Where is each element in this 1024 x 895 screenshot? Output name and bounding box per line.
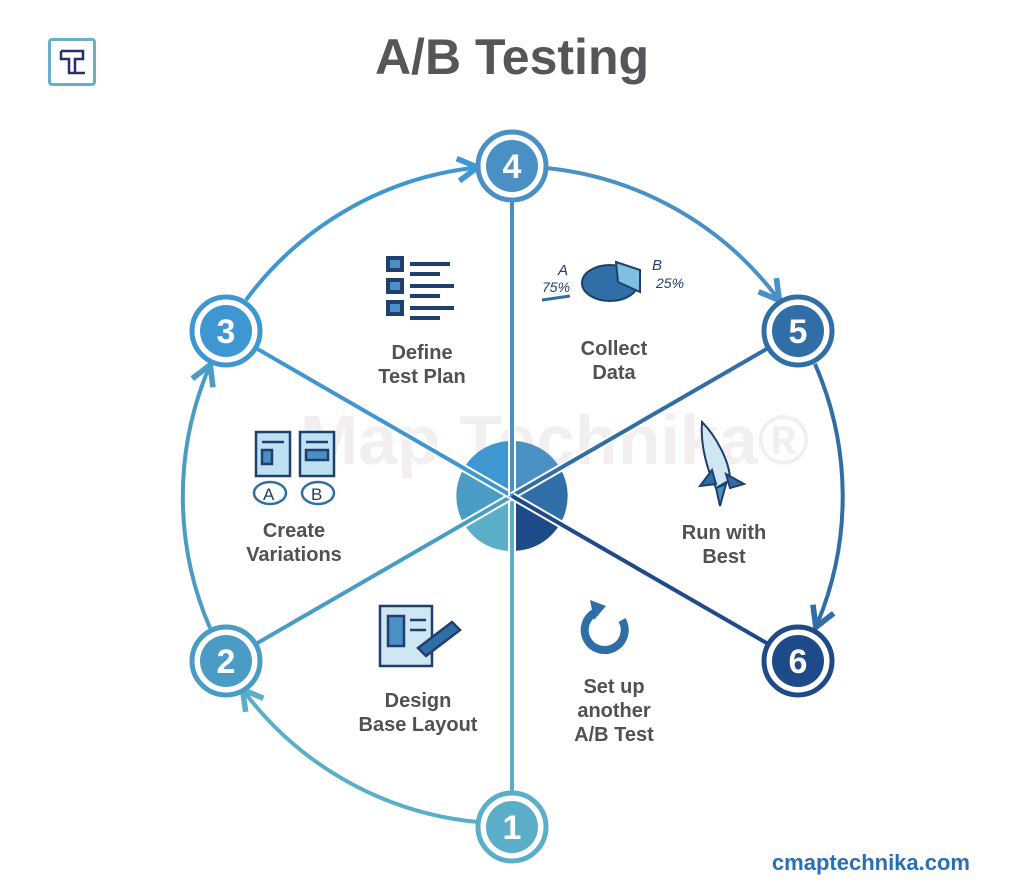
label-line: Run with [681,522,767,544]
logo-icon [59,49,85,75]
pie-label-a: A [557,262,568,279]
label-line: Design [384,690,452,712]
step-number: 4 [503,148,522,186]
step-node-2: 2 [189,624,263,698]
step-create-variations: Create Variations [214,519,374,567]
page-title: A/B Testing [374,29,650,85]
step-node-1: 1 [475,790,549,864]
step-collect-data: Collect Data [534,337,694,385]
label-line: Define [391,342,453,364]
pie-label-b: B [652,257,662,274]
label-line: Base Layout [358,714,478,736]
step-number: 5 [789,313,808,351]
variation-label-a: A [263,485,275,504]
step-node-6: 6 [761,624,835,698]
logo [48,38,96,86]
step-number: 2 [217,643,236,681]
step-number: 1 [503,809,522,847]
step-number: 3 [217,313,236,351]
arrow-3-to-4 [244,168,472,302]
variations-icon: A B [252,430,336,506]
step-number: 6 [789,643,808,681]
pie-chart-icon: A 75% B 25% [541,257,684,302]
refresh-icon [580,600,629,654]
arrow-1-to-2 [246,694,479,824]
label-line: A/B Test [574,724,654,746]
step-node-5: 5 [761,294,835,368]
label-line: Test Plan [378,366,466,388]
pie-label-b-pct: 25% [655,275,684,291]
layout-design-icon [378,604,462,668]
step-run-with-best: Run with Best [644,521,804,569]
footer-website[interactable]: cmaptechnika.com [771,850,970,875]
label-line: Create [262,520,326,542]
label-line: another [577,700,651,722]
variation-label-b: B [311,485,322,504]
label-line: Variations [246,544,342,566]
pie-label-a-pct: 75% [542,279,570,295]
label-line: Collect [580,338,648,360]
label-line: Data [592,362,636,384]
arrow-2-to-3 [180,370,210,629]
checklist-icon [386,256,454,320]
step-define-test-plan: Define Test Plan [342,341,502,389]
arrow-5-to-6 [815,363,845,622]
step-design-base-layout: Design Base Layout [338,689,498,737]
step-node-3: 3 [189,294,263,368]
step-setup-another-test: Set up another A/B Test [534,675,694,747]
label-line: Set up [583,676,645,698]
rocket-icon [697,419,747,507]
step-node-4: 4 [475,129,549,203]
center-hub [456,440,568,552]
arrow-4-to-5 [545,166,776,296]
label-line: Best [702,546,746,568]
